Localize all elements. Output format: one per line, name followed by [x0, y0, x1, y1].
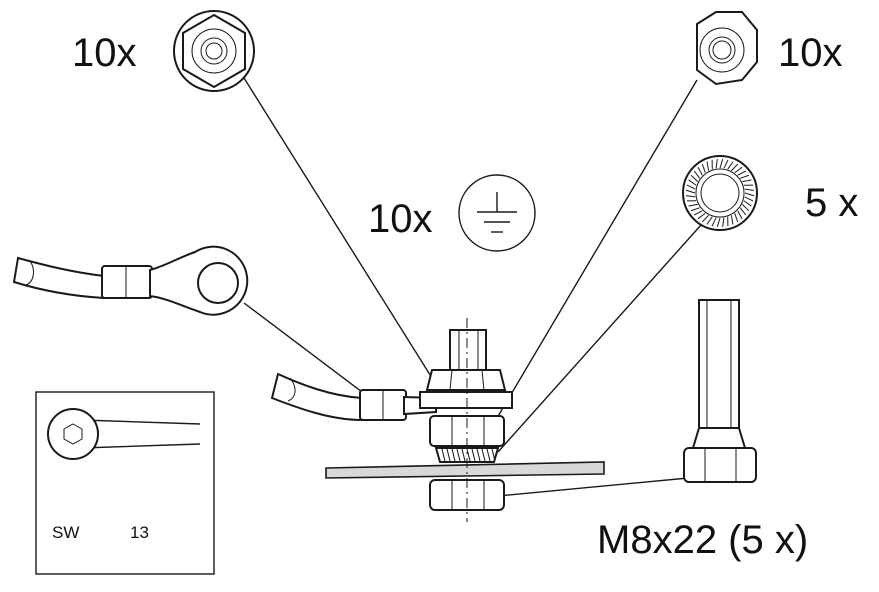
washer-serration	[722, 217, 725, 227]
ground-quantity-label: 10x	[368, 197, 433, 241]
washer-tooth	[451, 448, 456, 462]
ring-wrench-icon	[47, 408, 201, 460]
wrench-size-value: 13	[130, 523, 149, 542]
washer-serration	[742, 179, 752, 183]
lock-washer-quantity-label: 5 x	[805, 181, 858, 225]
washer-serration	[737, 170, 747, 176]
wrench-sw-label: SW	[52, 523, 79, 542]
washer-serration	[719, 158, 724, 169]
bolt-assembly	[270, 318, 605, 522]
washer-serration	[686, 195, 696, 198]
washer-serration	[734, 213, 739, 223]
washer-serration	[716, 217, 721, 228]
washer-serration	[701, 163, 706, 173]
washer-serration	[701, 214, 710, 223]
washer-tooth	[481, 448, 486, 462]
washer-serration	[723, 159, 729, 169]
washer-tooth	[446, 448, 451, 462]
washer-tooth	[476, 448, 481, 462]
washer-serration	[693, 210, 703, 216]
washer-serration	[734, 166, 743, 174]
hex-bolt-icon	[683, 299, 757, 483]
washer-serration	[740, 174, 750, 179]
ground-symbol-icon	[458, 174, 536, 252]
wrench-size-box: SW 13	[35, 391, 215, 575]
hex-nut-icon	[696, 11, 758, 86]
ring-cable-lug-icon	[12, 245, 249, 316]
washer-serration	[686, 184, 696, 190]
washer-serration	[688, 203, 698, 207]
washer-tooth	[471, 448, 476, 462]
bolt-spec-label: M8x22 (5 x)	[597, 518, 808, 562]
washer-serration	[741, 203, 750, 212]
washer-serration	[706, 161, 710, 171]
washer-tooth	[456, 448, 461, 462]
washer-serration	[690, 174, 699, 183]
washer-serration	[693, 170, 701, 179]
washer-tooth	[486, 448, 491, 462]
washer-tooth	[466, 448, 471, 462]
washer-tooth	[441, 448, 446, 462]
flange-nut-quantity-label: 10x	[72, 31, 137, 75]
washer-serration	[744, 188, 754, 191]
washer-serration	[688, 179, 697, 186]
washer-serration	[711, 217, 717, 227]
washer-serration	[744, 196, 754, 202]
washer-serration	[730, 163, 739, 172]
leader-lines	[243, 77, 702, 497]
washer-serration	[697, 212, 706, 220]
washer-serration	[706, 216, 713, 225]
washer-serration	[737, 210, 743, 220]
washer-serration	[739, 207, 747, 216]
washer-serration	[715, 159, 718, 169]
washer-serration	[727, 161, 734, 170]
washer-serration	[685, 189, 696, 194]
washer-tooth	[461, 448, 466, 462]
washer-serration	[743, 200, 752, 207]
washer-serration	[690, 207, 700, 212]
flange-nut-icon	[173, 10, 255, 92]
washer-tooth	[491, 448, 496, 462]
washer-serration	[697, 166, 703, 176]
washer-serration	[730, 215, 734, 225]
hex-nut-quantity-label: 10x	[778, 31, 843, 75]
washer-serration	[744, 192, 755, 197]
serrated-lock-washer-icon	[682, 155, 758, 231]
